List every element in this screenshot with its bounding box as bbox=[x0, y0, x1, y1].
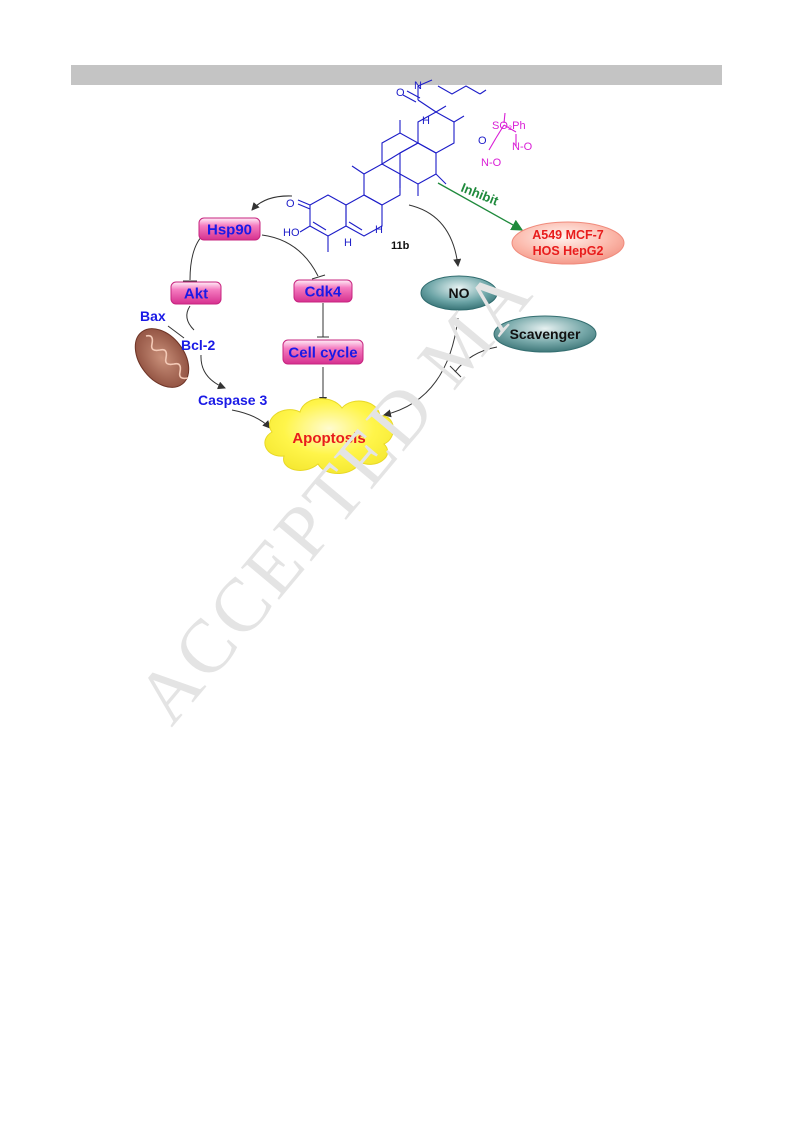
caspase3-label: Caspase 3 bbox=[198, 392, 267, 408]
header-bar bbox=[71, 65, 722, 85]
cdk4-node: Cdk4 bbox=[293, 279, 353, 303]
mitochondrion-icon bbox=[134, 328, 190, 388]
targets-line-2: HOS HepG2 bbox=[533, 244, 604, 258]
n-o-ring-label: N-O bbox=[481, 157, 502, 169]
cell-line-targets: A549 MCF-7 HOS HepG2 bbox=[511, 221, 625, 265]
furoxan-ring bbox=[488, 112, 517, 151]
pathway-diagram: O H N O SO₂Ph N-O N-O O HO H H 11b bbox=[134, 79, 625, 474]
no-label: NO bbox=[449, 285, 470, 301]
ketone-o-label: O bbox=[286, 198, 295, 210]
bcl2-label: Bcl-2 bbox=[181, 337, 215, 353]
targets-line-1: A549 MCF-7 bbox=[532, 228, 604, 242]
hsp90-label: Hsp90 bbox=[207, 222, 252, 239]
apoptosis-node: Apoptosis bbox=[264, 398, 394, 474]
akt-node: Akt bbox=[170, 281, 222, 305]
apoptosis-label: Apoptosis bbox=[292, 430, 365, 447]
carbonyl-o-label: O bbox=[396, 87, 405, 99]
ho-label: HO bbox=[283, 227, 300, 239]
cell-cycle-label: Cell cycle bbox=[288, 345, 357, 362]
n-o-label: N-O bbox=[512, 141, 533, 153]
n-label: N bbox=[414, 80, 422, 92]
h-label-right: H bbox=[375, 224, 383, 236]
bax-label: Bax bbox=[140, 308, 166, 324]
h-label-left: H bbox=[344, 237, 352, 249]
so2ph-label: SO₂Ph bbox=[492, 120, 526, 132]
hsp90-node: Hsp90 bbox=[198, 217, 261, 241]
ether-o-label: O bbox=[478, 135, 487, 147]
scavenger-label: Scavenger bbox=[510, 326, 581, 342]
scavenger-node: Scavenger bbox=[493, 315, 597, 353]
no-node: NO bbox=[420, 275, 498, 311]
inhibit-label: Inhibit bbox=[459, 180, 501, 209]
compound-name: 11b bbox=[391, 240, 410, 252]
akt-label: Akt bbox=[184, 286, 208, 303]
inhibit-arrow bbox=[437, 182, 524, 231]
bax-connector bbox=[167, 325, 185, 339]
cell-cycle-node: Cell cycle bbox=[282, 339, 364, 365]
cdk4-label: Cdk4 bbox=[305, 284, 342, 301]
nh-h-label: H bbox=[422, 115, 430, 127]
compound-11b-structure bbox=[297, 79, 487, 252]
